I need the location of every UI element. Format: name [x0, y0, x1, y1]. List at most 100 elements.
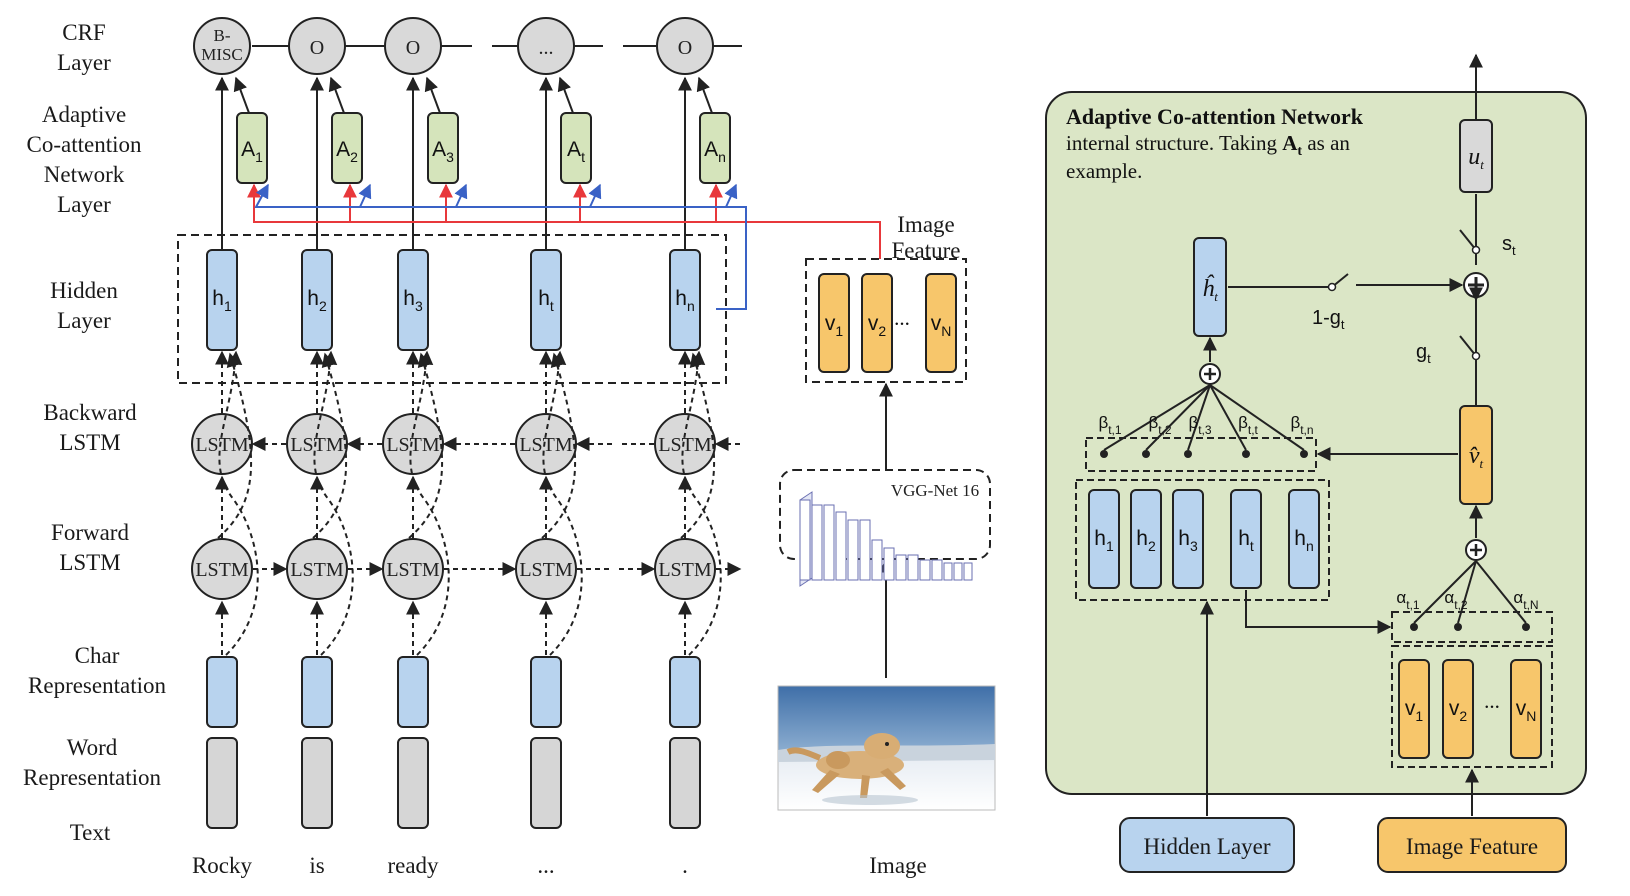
text-label: Text [70, 820, 111, 845]
curve-char-to-hidden [542, 350, 583, 656]
acn-label-1: Adaptive [42, 102, 126, 127]
red-feed-main [247, 183, 881, 259]
inner-image-node-label: v1 [1405, 697, 1424, 724]
word-representation [669, 737, 701, 829]
inner-image-node [1398, 659, 1430, 759]
inner-hidden-box [1075, 479, 1330, 601]
alpha-edge [1457, 560, 1477, 624]
char-representation [301, 656, 333, 728]
attention-node-label: An [704, 138, 726, 165]
image-feature-node [818, 273, 850, 373]
blue-feed-branch-5 [724, 183, 738, 208]
vgg-net-label: VGG-Net 16 [891, 481, 979, 500]
image-feature-node-label: v1 [825, 312, 844, 339]
alpha-edge [1475, 560, 1527, 624]
hidden-node-label: ht [538, 287, 554, 314]
crf-node-label: ... [539, 37, 554, 59]
inner-image-node [1510, 659, 1542, 759]
hidden-label-2: Layer [57, 308, 111, 333]
arrow-attention-to-crf [557, 76, 574, 114]
hidden-layer-dashed-box [177, 234, 727, 384]
arrow-attention-to-crf [696, 76, 713, 114]
beta-edge [1209, 384, 1305, 451]
hidden-node-label: hn [675, 287, 694, 314]
char-representation [669, 656, 701, 728]
word-representation [206, 737, 238, 829]
word-token: . [682, 853, 688, 878]
beta-label: βt,1 [1098, 413, 1121, 437]
hidden-node-label: h2 [307, 287, 327, 314]
h-hat-node [1193, 237, 1227, 337]
switch-1-gt-pivot [1327, 282, 1337, 292]
attention-feed-lines [247, 183, 881, 310]
blue-feed-main [254, 183, 747, 310]
row-labels: CRF Layer Adaptive Co-attention Network … [23, 20, 166, 845]
acn-label-4: Layer [57, 192, 111, 217]
word-representation [301, 737, 333, 829]
alpha-dot [1410, 623, 1418, 631]
backward-lstm-label: LSTM [290, 434, 344, 456]
curve-char-to-hidden [681, 350, 722, 656]
alpha-label: αt,2 [1444, 588, 1467, 612]
image-feature-dashed-box [805, 258, 967, 383]
backward-label-2: LSTM [59, 430, 120, 455]
alpha-label: αt,N [1513, 588, 1538, 612]
beta-label: βt,n [1290, 413, 1313, 437]
crf-node [193, 17, 251, 75]
beta-dot [1142, 450, 1150, 458]
beta-dot [1184, 450, 1192, 458]
ut-node [1459, 119, 1493, 193]
word-representation [397, 737, 429, 829]
blue-feed-branch-3 [454, 183, 468, 208]
acn-label-3: Network [44, 162, 125, 187]
word-token: is [309, 853, 324, 878]
inner-hidden-node [1088, 489, 1120, 589]
forward-label-2: LSTM [59, 550, 120, 575]
inner-image-node [1442, 659, 1474, 759]
inner-hidden-node [1230, 489, 1262, 589]
image-feature-node-label: vN [931, 312, 952, 339]
image-feature-box-label: Image Feature [1406, 834, 1538, 859]
char-label-1: Char [75, 643, 120, 668]
h-hat-label: ĥt [1202, 275, 1218, 304]
beta-dot [1100, 450, 1108, 458]
crf-node [288, 17, 346, 75]
backward-lstm-label: LSTM [658, 434, 712, 456]
curve-forward-to-hidden [312, 352, 348, 539]
beta-label: βt,t [1238, 413, 1258, 437]
inner-hidden-node [1172, 489, 1204, 589]
crf-node [517, 17, 575, 75]
curve-char-to-hidden [218, 350, 259, 656]
char-representation [206, 656, 238, 728]
switch-gt-pivot [1471, 351, 1481, 361]
acn-panel-title: Adaptive Co-attention Network [1066, 104, 1364, 129]
backward-lstm-label: LSTM [386, 434, 440, 456]
hidden-layer-box-label: Hidden Layer [1143, 834, 1270, 859]
acn-label-2: Co-attention [27, 132, 142, 157]
word-token: ... [537, 853, 554, 878]
crf-node-label: O [678, 37, 692, 59]
image-feature-ellipsis: ... [894, 306, 910, 330]
forward-lstm-node [191, 538, 253, 600]
beta-dot [1300, 450, 1308, 458]
crf-node-label: O [406, 37, 420, 59]
inner-image-box [1391, 645, 1553, 768]
dog-photo [777, 685, 996, 811]
inner-hidden-node-label: h3 [1178, 527, 1198, 554]
hidden-node-label: h1 [212, 287, 232, 314]
image-feature-label-1: Image [897, 212, 954, 237]
attention-node-label: A1 [241, 138, 263, 165]
bottom-boxes: Hidden Layer Image Feature [1119, 600, 1567, 873]
hidden-node-label: h3 [403, 287, 423, 314]
switch-1-gt-label: 1-gt [1312, 307, 1345, 332]
alpha-dot-row-box [1391, 611, 1553, 643]
